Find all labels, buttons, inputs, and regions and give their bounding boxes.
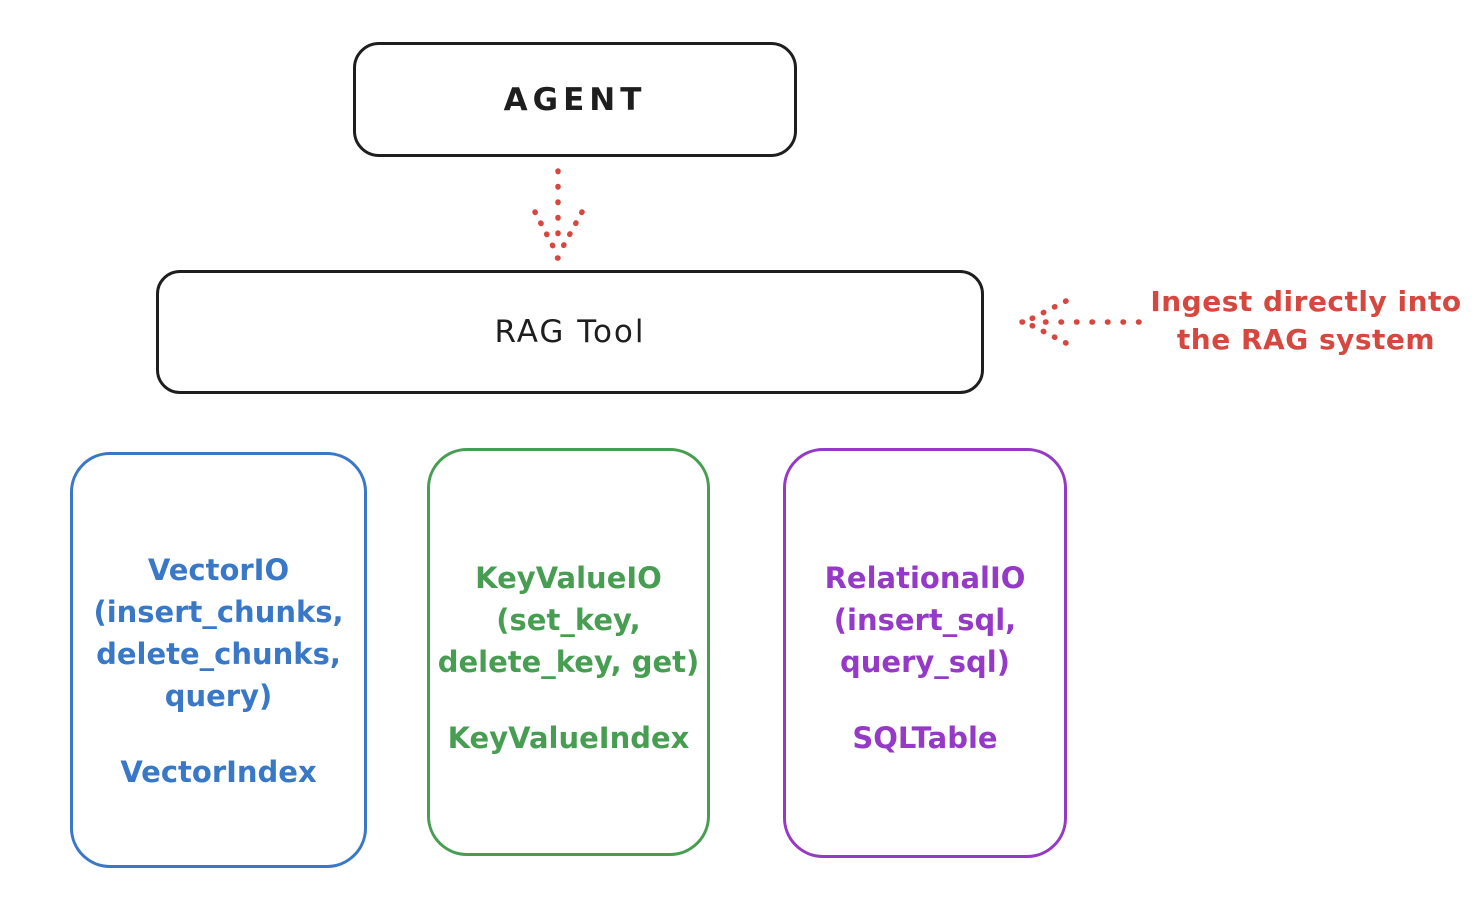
text-line: VectorIO [147, 553, 290, 587]
agent-to-rag-arrow [532, 168, 585, 261]
ingest-annotation: Ingest directly into the RAG system [1140, 283, 1472, 359]
ingest-annotation-line1: Ingest directly into [1150, 285, 1462, 318]
ingest-annotation-line2: the RAG system [1176, 323, 1436, 356]
sqltable-label: SQLTable [852, 721, 998, 755]
text-line: delete_chunks, [96, 637, 341, 671]
annotation-to-rag-arrow [1019, 298, 1142, 346]
vector-io-box: VectorIO (insert_chunks, delete_chunks,que… [70, 452, 367, 868]
text-line: (set_key, [496, 603, 641, 637]
rag-tool-box: RAG Tool [156, 270, 984, 394]
relational-io-methods: RelationalIO (insert_sql, query_sql) [786, 557, 1064, 683]
agent-box: AGENT [353, 42, 797, 157]
vector-index-label: VectorIndex [120, 755, 317, 789]
keyvalue-io-box: KeyValueIO (set_key, delete_key, get) KeyV… [427, 448, 710, 856]
text-line: query_sql) [840, 645, 1010, 679]
vector-io-methods: VectorIO (insert_chunks, delete_chunks,que… [73, 549, 364, 717]
text-line: KeyValueIO [475, 561, 662, 595]
keyvalue-io-methods: KeyValueIO (set_key, delete_key, get) [430, 557, 707, 683]
relational-io-box: RelationalIO (insert_sql, query_sql) SQLTa… [783, 448, 1067, 858]
text-line: (insert_chunks, [93, 595, 344, 629]
text-line: RelationalIO [824, 561, 1026, 595]
text-line: (insert_sql, [833, 603, 1017, 637]
keyvalue-index-label: KeyValueIndex [447, 721, 690, 755]
agent-label: AGENT [503, 81, 647, 118]
rag-tool-label: RAG Tool [494, 314, 646, 350]
text-line: query) [164, 679, 273, 713]
text-line: delete_key, get) [437, 645, 700, 679]
